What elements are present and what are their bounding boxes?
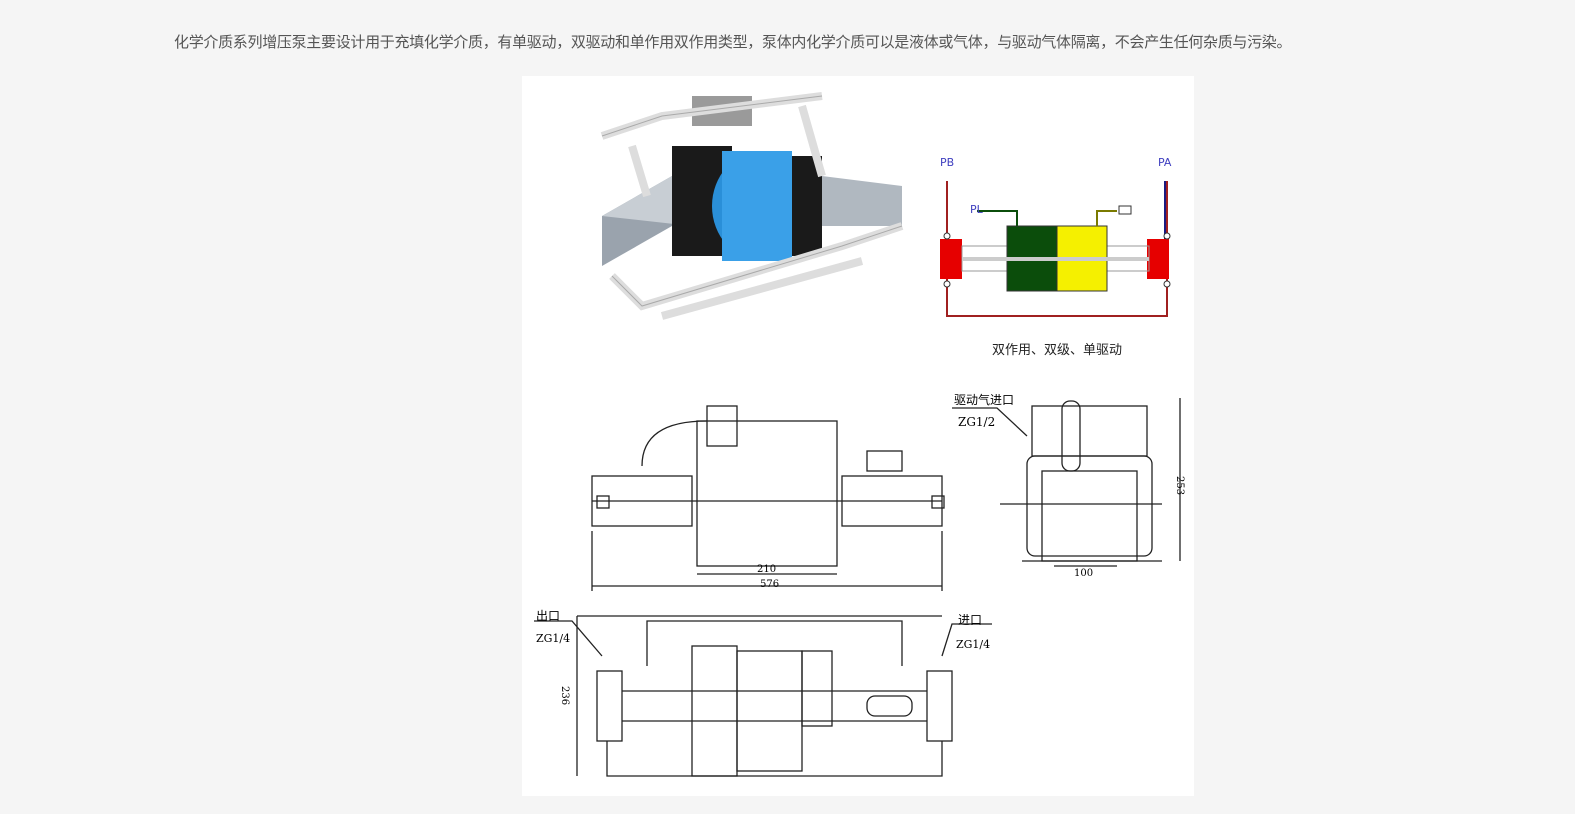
pa-label: PA — [1158, 156, 1172, 169]
top-dim-height: 236 — [559, 686, 570, 705]
figure-drawing: PB PA PL 双作用、双级、单驱动 210 576 驱动气进口 ZG1/2 … — [534, 92, 1185, 777]
top-outlet-thread: ZG1/4 — [536, 632, 570, 645]
intro-paragraph: 化学介质系列增压泵主要设计用于充填化学介质，有单驱动，双驱动和单作用双作用类型，… — [174, 33, 1292, 51]
pl-label: PL — [970, 203, 984, 216]
top-view-drawing — [534, 615, 992, 777]
pump-render — [600, 92, 904, 320]
top-inlet-thread: ZG1/4 — [956, 638, 990, 651]
side-view-drawing — [952, 398, 1181, 567]
side-inlet-label: 驱动气进口 — [954, 392, 1014, 407]
schematic-caption: 双作用、双级、单驱动 — [992, 343, 1122, 358]
front-dim-total: 576 — [760, 579, 779, 590]
pb-label: PB — [940, 156, 954, 169]
front-view-drawing — [591, 405, 945, 591]
top-inlet-label: 进口 — [958, 613, 982, 627]
side-dim-width: 100 — [1074, 568, 1093, 579]
side-dim-height: 253 — [1174, 476, 1185, 495]
pump-schematic: PB PA PL 双作用、双级、单驱动 — [940, 156, 1172, 358]
top-outlet-label: 出口 — [536, 609, 560, 623]
side-inlet-thread: ZG1/2 — [958, 415, 995, 429]
product-figure: PB PA PL 双作用、双级、单驱动 210 576 驱动气进口 ZG1/2 … — [522, 76, 1194, 796]
front-dim-inner: 210 — [757, 564, 776, 575]
